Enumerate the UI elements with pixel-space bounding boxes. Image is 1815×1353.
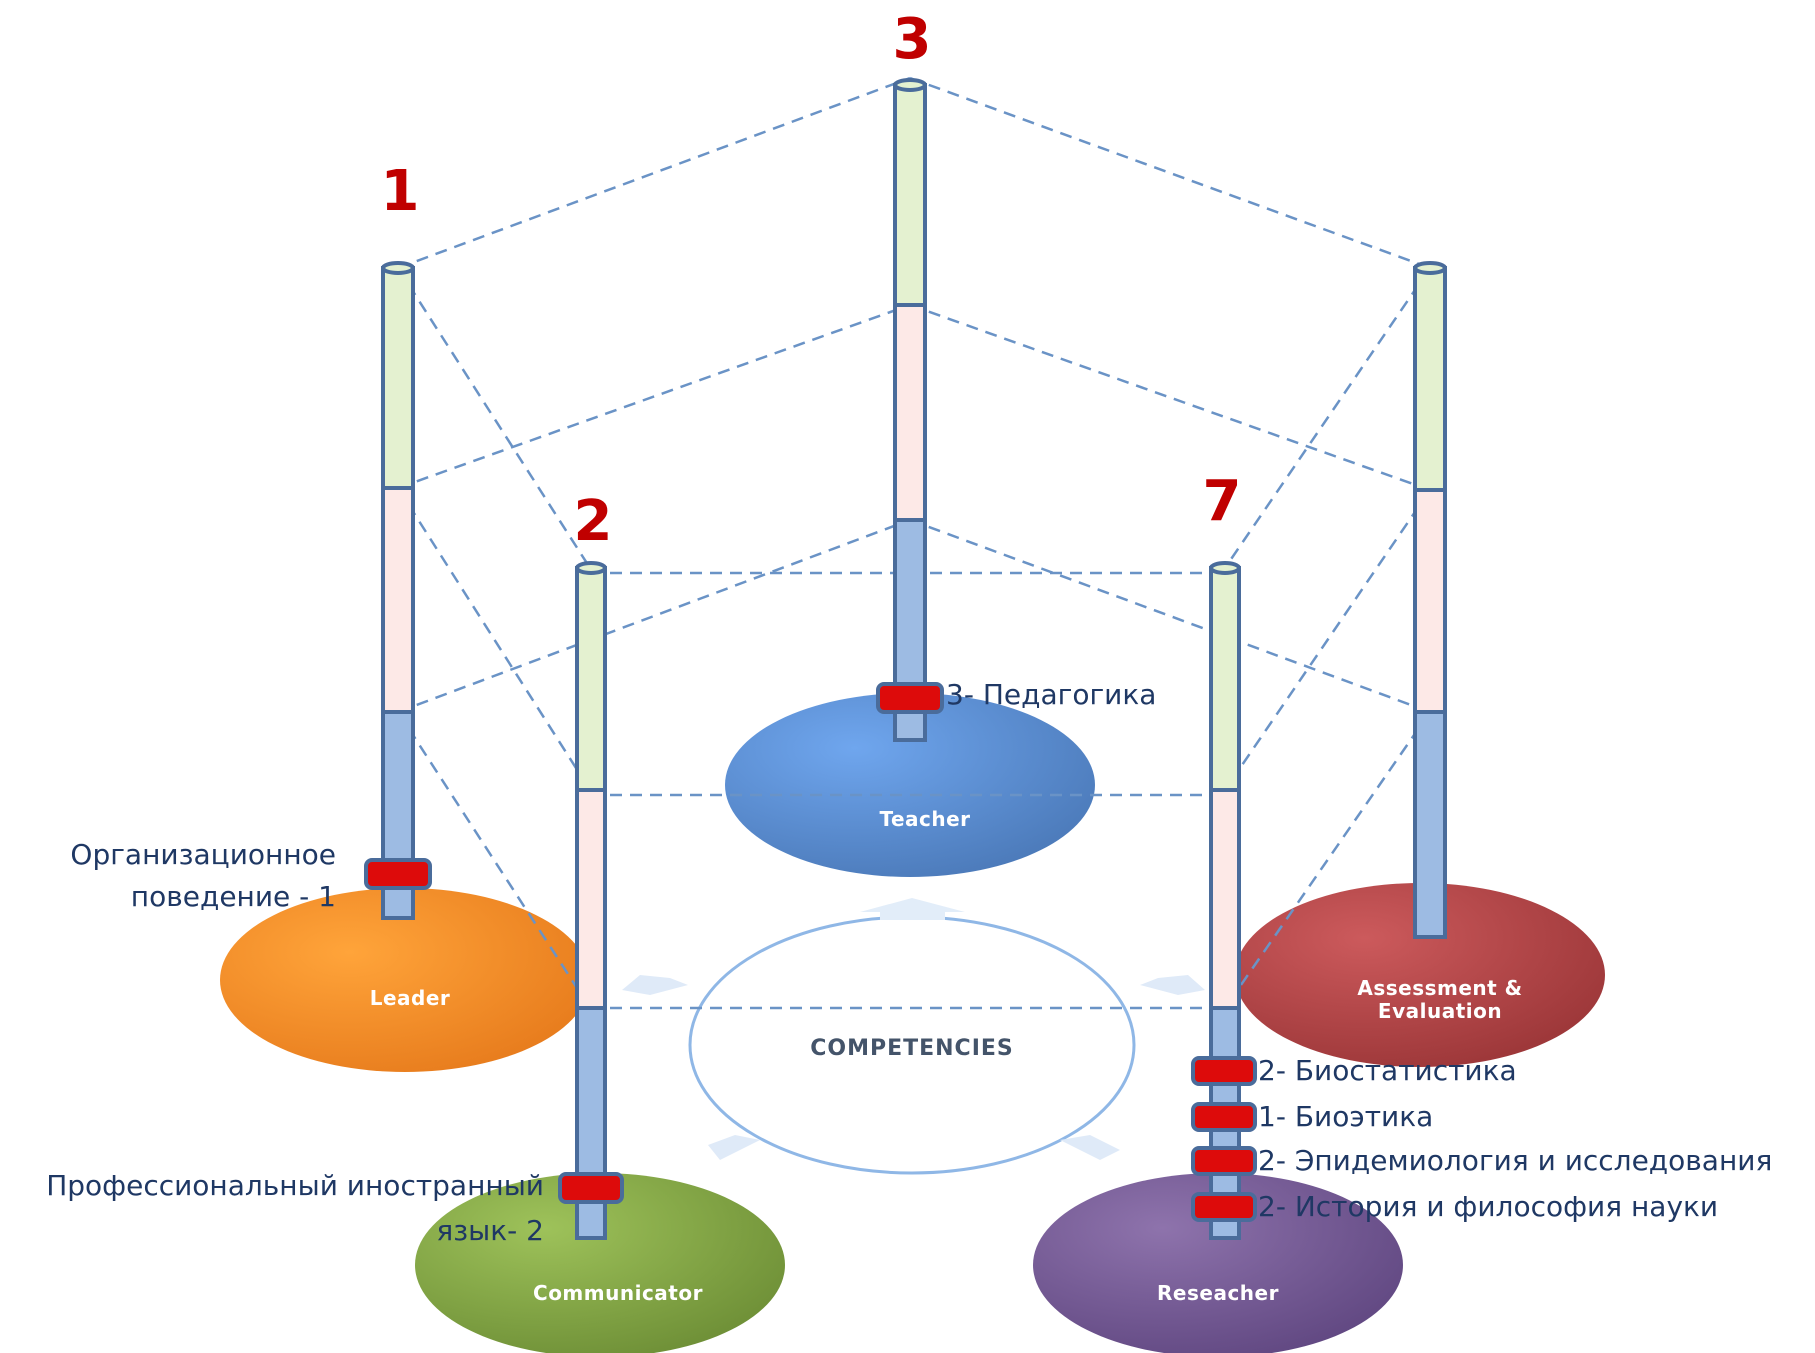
tube-segment-green: [893, 83, 927, 307]
researcher-course-1: 2- Биостатистика: [1258, 1054, 1517, 1087]
course-ring: [1191, 1146, 1257, 1176]
tube-cap: [1209, 561, 1241, 575]
tube-segment-pink: [1209, 788, 1241, 1010]
leader-number: 1: [381, 159, 420, 224]
dashed-line: [396, 267, 592, 569]
arrow-down-left-icon: [708, 1135, 760, 1160]
competencies-label: COMPETENCIES: [810, 1036, 1014, 1061]
assessment-column: [1413, 261, 1447, 939]
teacher-course: 3- Педагогика: [946, 678, 1156, 711]
leader-disc: [220, 888, 590, 1072]
leader-course-line1: Организационное: [70, 838, 336, 871]
communicator-course-line2: язык- 2: [436, 1214, 544, 1247]
course-ring: [1191, 1102, 1257, 1132]
dashed-line: [397, 303, 911, 490]
tube-segment-pink: [381, 486, 415, 714]
tube-segment-blue: [1413, 710, 1447, 939]
course-ring: [364, 858, 432, 890]
researcher-disc: [1033, 1173, 1403, 1353]
center-hub: COMPETENCIES: [622, 898, 1205, 1175]
dashed-line: [1223, 489, 1432, 791]
dashed-line: [909, 303, 1431, 492]
discs: [220, 693, 1605, 1353]
leader-column: [364, 261, 432, 920]
dashed-line: [397, 518, 911, 714]
course-ring: [1191, 1056, 1257, 1086]
researcher-number: 7: [1203, 469, 1242, 534]
dashed-line: [909, 76, 1431, 270]
dashed-lines: [396, 76, 1432, 1010]
tube-segment-green: [381, 266, 415, 490]
arrow-down-right-icon: [1060, 1135, 1120, 1160]
course-ring: [1191, 1192, 1257, 1222]
leader-course-line2: поведение - 1: [131, 880, 336, 913]
assessment-disc: [1235, 883, 1605, 1067]
communicator-course-line1: Профессиональный иностранный: [46, 1169, 544, 1202]
teacher-label: Teacher: [879, 807, 970, 831]
dashed-line: [1223, 711, 1432, 1009]
teacher-number: 3: [893, 7, 932, 72]
teacher-column: [876, 78, 944, 742]
researcher-column: [1191, 561, 1257, 1240]
tube-cap: [1413, 261, 1447, 275]
course-labels: Организационное поведение - 1 3- Педагог…: [46, 678, 1772, 1247]
communicator-number: 2: [574, 489, 613, 554]
tube-segment-green: [1413, 266, 1447, 492]
researcher-course-4: 2- История и философия науки: [1258, 1190, 1718, 1223]
disc-labels: Leader Teacher Assessment & Evaluation C…: [370, 807, 1522, 1305]
communicator-disc: [415, 1173, 785, 1353]
teacher-disc: [725, 693, 1095, 877]
tube-cap: [893, 78, 927, 92]
researcher-label: Reseacher: [1157, 1281, 1279, 1305]
tube-cap: [575, 561, 607, 575]
arrow-left-icon: [622, 975, 688, 995]
dashed-line: [396, 487, 592, 791]
tube-cap: [381, 261, 415, 275]
column-numbers: 1 2 3 7: [381, 7, 1242, 554]
tube-segment-pink: [893, 303, 927, 522]
course-ring: [558, 1172, 624, 1204]
researcher-course-3: 2- Эпидемиология и исследования: [1258, 1144, 1772, 1177]
arrow-right-icon: [1140, 975, 1205, 995]
communicator-column: [558, 561, 624, 1240]
dashed-line: [397, 76, 911, 270]
tube-segment-green: [575, 566, 607, 792]
assessment-label-line2: Evaluation: [1378, 999, 1502, 1023]
tube-segment-pink: [1413, 488, 1447, 714]
dashed-line: [909, 518, 1431, 714]
assessment-label-line1: Assessment &: [1357, 976, 1522, 1000]
dashed-line: [1223, 267, 1432, 569]
tube-segment-green: [1209, 566, 1241, 792]
course-ring: [876, 682, 944, 714]
leader-label: Leader: [370, 986, 451, 1010]
tube-segment-pink: [575, 788, 607, 1010]
arrow-up-icon: [860, 898, 965, 920]
communicator-label: Communicator: [533, 1281, 703, 1305]
researcher-course-2: 1- Биоэтика: [1258, 1100, 1433, 1133]
